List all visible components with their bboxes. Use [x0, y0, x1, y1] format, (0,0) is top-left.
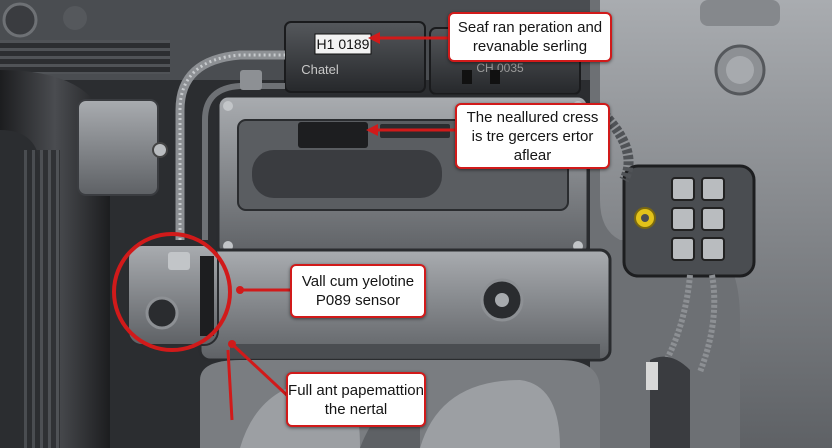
callout-top-right: Seaf ran peration and revanable serling [448, 12, 612, 62]
relay-brand-label: Chatel [301, 62, 339, 77]
callout-top-right-line-2: revanable serling [472, 38, 588, 55]
callout-middle-right-line-1: The neallured cress [466, 108, 599, 126]
left-hose-top [0, 40, 170, 74]
fuse-cells [671, 177, 725, 261]
callout-middle-right: The neallured cress is tre gercers ertor… [455, 103, 610, 169]
callout-top-right-line-1: Seaf ran peration and [457, 19, 603, 36]
relay-code-label: H1 0189 [317, 36, 370, 52]
callout-middle-right-line-2: is tre gercers ertor [471, 127, 594, 145]
sensor-highlight-circle [112, 232, 232, 352]
callout-sensor-line-2: P089 sensor [315, 292, 401, 309]
relay-right-code-label: CH 0035 [476, 61, 524, 75]
ecu-connector-slot [298, 122, 368, 148]
pointer-line-bottom [226, 342, 292, 421]
callout-sensor-line-1: Vall cum yelotine [301, 273, 415, 290]
relay-box [284, 21, 426, 93]
callout-bottom: Full ant papemattion the nertal [286, 372, 426, 427]
callout-middle-right-line-3: aflear [513, 146, 552, 164]
callout-bottom-line-1: Full ant papemattion [288, 381, 424, 399]
callout-sensor: Vall cum yelotine P089 sensor [290, 264, 426, 318]
left-bracket [77, 99, 159, 196]
callout-bottom-line-2: the nertal [324, 400, 388, 418]
